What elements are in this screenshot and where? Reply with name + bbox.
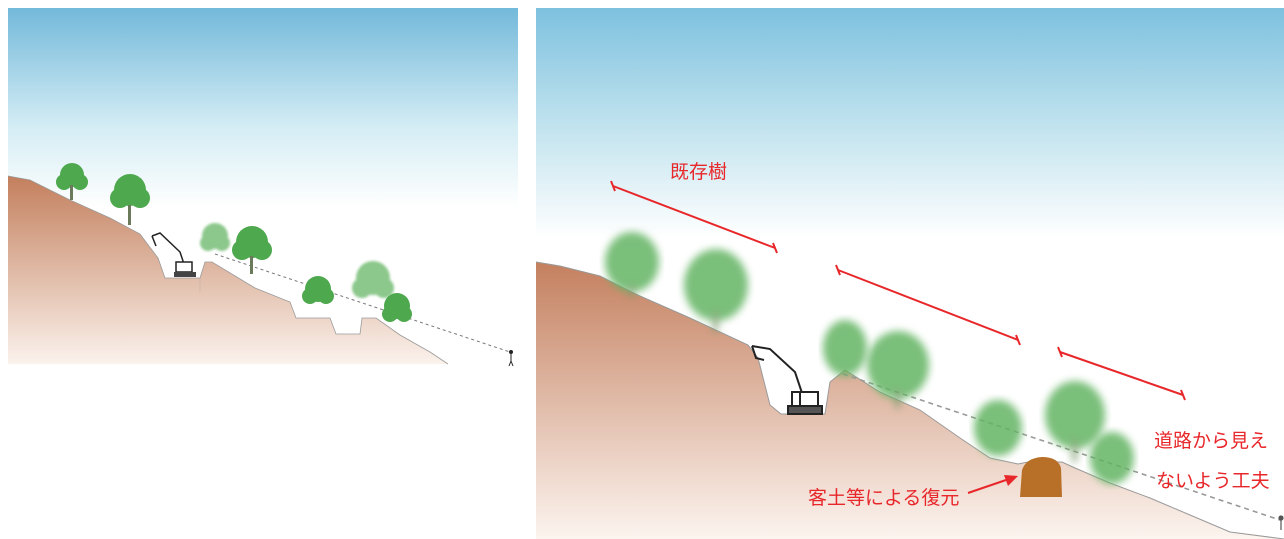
tree-icon xyxy=(382,293,412,322)
tree-icon xyxy=(1045,381,1105,462)
restoration-label: 客土等による復元 xyxy=(808,487,959,509)
tree-icon xyxy=(352,261,394,298)
tree-icon xyxy=(200,223,230,251)
sightline xyxy=(842,373,1281,521)
person-icon xyxy=(1278,515,1284,530)
tree-icon xyxy=(974,400,1022,456)
sky xyxy=(536,8,1284,238)
restoration-arrow xyxy=(967,475,1018,494)
tree-icon xyxy=(867,331,929,408)
excavator-icon xyxy=(751,345,823,415)
detail-diagram: 既存樹 客土等による復元 道路から見え ないよう工夫 xyxy=(535,8,1284,539)
existing-trees-bracket xyxy=(835,264,1021,346)
restored-fill xyxy=(1020,457,1062,497)
tree-icon xyxy=(110,174,150,225)
tree-icon xyxy=(1090,432,1134,484)
overview-diagram xyxy=(7,8,518,367)
tree-icon xyxy=(684,249,748,332)
detail-panel: 既存樹 客土等による復元 道路から見え ないよう工夫 xyxy=(528,0,1284,539)
sky xyxy=(8,8,518,208)
concealment-label-line2: ないよう工夫 xyxy=(1156,470,1270,492)
person-icon xyxy=(508,350,514,367)
existing-trees-label: 既存樹 xyxy=(670,161,727,183)
existing-trees-bracket xyxy=(1057,346,1186,401)
sightline xyxy=(214,253,511,353)
existing-trees-bracket xyxy=(610,180,778,254)
hillside-outline xyxy=(7,175,449,365)
overview-panel xyxy=(0,0,520,539)
tree-icon xyxy=(823,320,867,376)
excavator-icon xyxy=(151,232,196,277)
tree-icon xyxy=(232,226,272,274)
tree-icon xyxy=(56,163,88,200)
tree-icon xyxy=(605,232,659,297)
concealment-label-line1: 道路から見え xyxy=(1154,430,1268,452)
hillside xyxy=(8,176,448,364)
tree-icon xyxy=(302,276,334,304)
hillside xyxy=(536,262,1284,539)
